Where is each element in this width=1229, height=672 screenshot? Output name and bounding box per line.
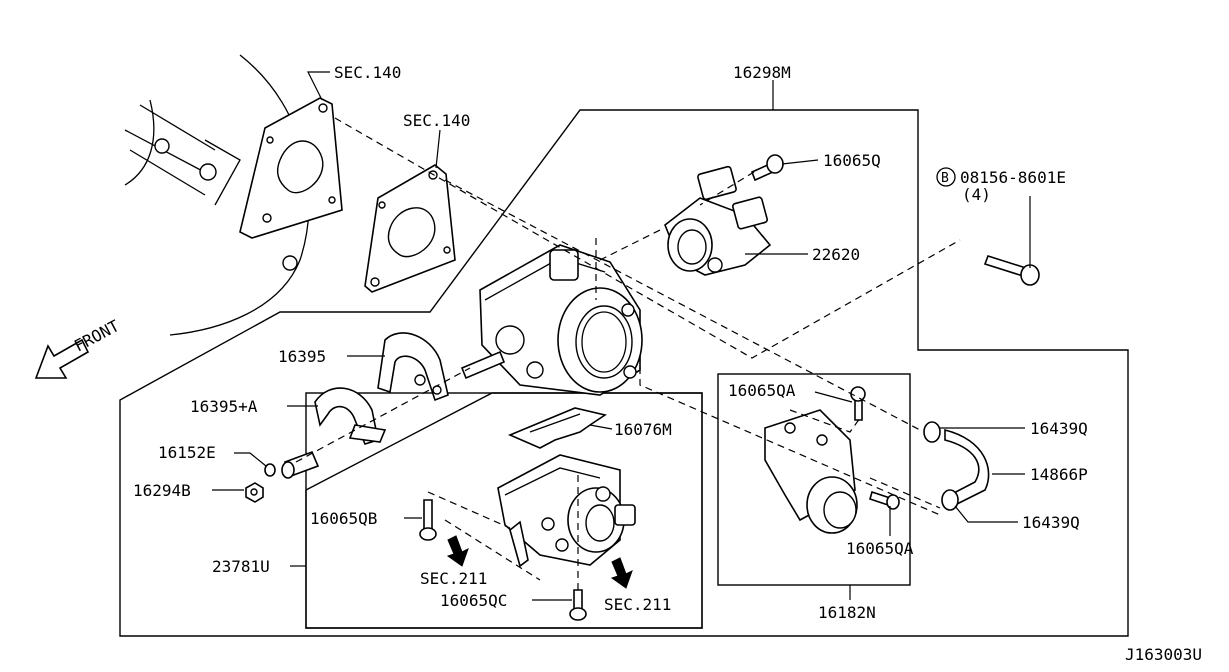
intake-manifold-sketch	[124, 54, 310, 336]
diagram-id: J163003U	[1125, 645, 1202, 664]
leader-16076M	[589, 424, 613, 430]
label-sec140-b: SEC.140	[403, 111, 470, 130]
assembly-line-1	[334, 117, 961, 359]
leader-16065Q	[781, 159, 819, 165]
chamber-23781U	[497, 454, 636, 568]
label-16294B: 16294B	[133, 481, 191, 500]
arrow-sec211-b	[610, 557, 633, 589]
assembly-line-12	[699, 171, 755, 206]
assembly-line-11	[869, 477, 941, 509]
assembly-line-5	[639, 355, 941, 516]
leader-16065QA-a	[814, 391, 853, 403]
sensor-22620	[664, 165, 772, 276]
bracket-16395-a	[314, 387, 387, 445]
label-bolt-qty: (4)	[962, 185, 991, 204]
throttle-body	[460, 244, 643, 396]
bracket-16395	[377, 332, 449, 402]
bolt-08156-8601E	[983, 255, 1040, 286]
assembly-frame-outline	[119, 109, 1129, 637]
label-front: FRONT	[71, 316, 123, 356]
label-08156-8601E: 08156-8601E	[960, 168, 1066, 187]
bolt-16065Q	[750, 154, 784, 182]
label-16298M: 16298M	[733, 63, 791, 82]
valve-16182N	[764, 386, 900, 534]
assembly-line-2	[444, 179, 921, 431]
label-16065QC: 16065QC	[440, 591, 507, 610]
assembly-line-8	[444, 519, 541, 581]
assembly-line-3	[599, 229, 661, 261]
label-16439Q-a: 16439Q	[1030, 419, 1088, 438]
label-16182N: 16182N	[818, 603, 876, 622]
label-23781U: 23781U	[212, 557, 270, 576]
leader-sec140-a	[307, 71, 330, 101]
label-sec140-a: SEC.140	[334, 63, 401, 82]
label-sec211-b: SEC.211	[604, 595, 671, 614]
gasket-sec140-a	[239, 97, 343, 239]
label-16439Q-b: 16439Q	[1022, 513, 1080, 532]
bolt-type-mark	[936, 167, 956, 187]
label-bolt-mark: B	[941, 171, 949, 186]
sub-assembly-box-16182N	[717, 373, 911, 586]
leader-16152E	[234, 452, 267, 467]
arrow-sec211-a	[446, 535, 469, 567]
leader-sec140-b	[435, 129, 441, 169]
assembly-line-10	[789, 409, 861, 433]
gasket-sec140-b	[364, 164, 456, 293]
assembly-line-7	[427, 491, 511, 529]
bolt-16065QC	[569, 589, 587, 621]
sub-assembly-box-23781U-slant	[305, 392, 703, 629]
label-16395-a: 16395+A	[190, 397, 258, 416]
small-hardware	[245, 450, 320, 503]
assembly-line-6	[295, 367, 471, 463]
label-16152E: 16152E	[158, 443, 216, 462]
hose-14866P	[923, 421, 990, 511]
label-16065QB: 16065QB	[310, 509, 377, 528]
front-direction-arrow	[34, 338, 90, 379]
label-16065QA-a: 16065QA	[728, 381, 796, 400]
label-14866P: 14866P	[1030, 465, 1088, 484]
gasket-16076M	[507, 407, 607, 449]
bolt-16065QB	[419, 499, 437, 541]
label-16065Q: 16065Q	[823, 151, 881, 170]
label-16065QA-b: 16065QA	[846, 539, 914, 558]
label-16076M: 16076M	[614, 420, 672, 439]
label-16395: 16395	[278, 347, 326, 366]
label-22620: 22620	[812, 245, 860, 264]
label-sec211-a: SEC.211	[420, 569, 487, 588]
leader-16439Q-b	[954, 505, 1018, 523]
